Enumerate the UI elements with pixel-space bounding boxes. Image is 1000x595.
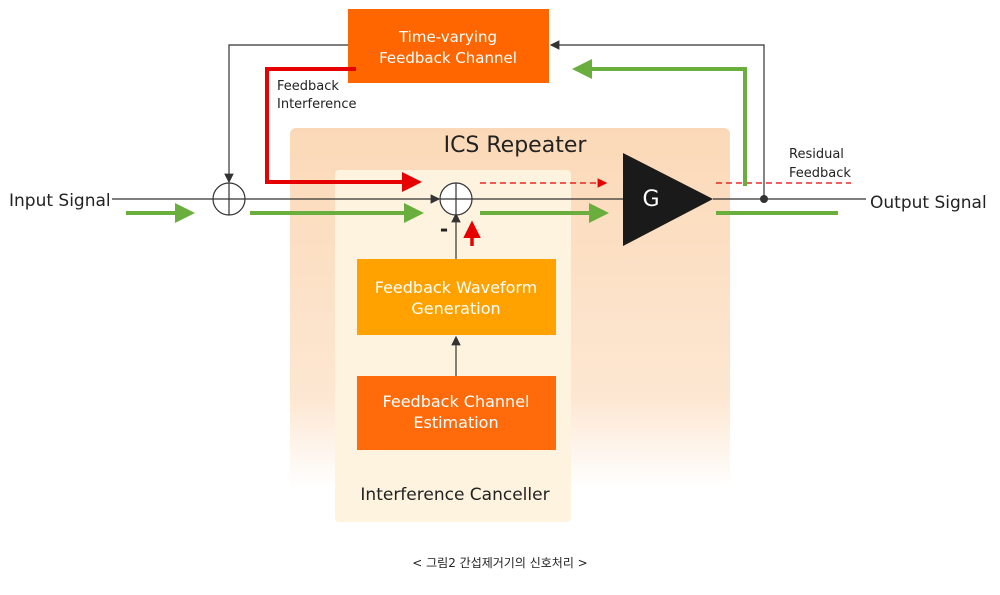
channel-estimation-line1: Feedback Channel: [383, 392, 530, 411]
waveform-generation-line2: Generation: [411, 299, 500, 318]
time-varying-channel-line1: Time-varying: [398, 28, 497, 46]
green-feedback-path: [572, 59, 747, 186]
summer-2: [439, 182, 473, 216]
time-varying-channel-line2: Feedback Channel: [379, 49, 517, 67]
gain-label: G: [642, 187, 659, 212]
interference-canceller-label: Interference Canceller: [360, 485, 549, 505]
residual-feedback-label-1: Residual: [789, 147, 844, 162]
feedback-interference-path: [265, 67, 422, 192]
waveform-generation-block: [357, 259, 556, 335]
ics-repeater-title: ICS Repeater: [444, 133, 588, 158]
waveform-generation-line1: Feedback Waveform: [375, 278, 538, 297]
minus-sign: -: [440, 217, 448, 241]
channel-estimation-block: [357, 376, 556, 450]
feedback-interference-label-2: Interference: [277, 97, 357, 112]
channel-to-summer1-line: [224, 44, 348, 184]
gain-amplifier: [623, 153, 713, 246]
feedback-loop-line: [549, 40, 765, 199]
output-signal-label: Output Signal: [870, 193, 987, 213]
summer-1: [212, 182, 246, 216]
feedback-interference-label-1: Feedback: [277, 79, 339, 94]
figure-caption: < 그림2 간섭제거기의 신호처리 >: [412, 556, 587, 570]
input-signal-label: Input Signal: [9, 191, 111, 211]
channel-estimation-line2: Estimation: [413, 413, 498, 432]
residual-feedback-label-2: Feedback: [789, 166, 851, 181]
interference-canceller-region: [335, 170, 571, 522]
time-varying-channel-block: [348, 9, 549, 83]
